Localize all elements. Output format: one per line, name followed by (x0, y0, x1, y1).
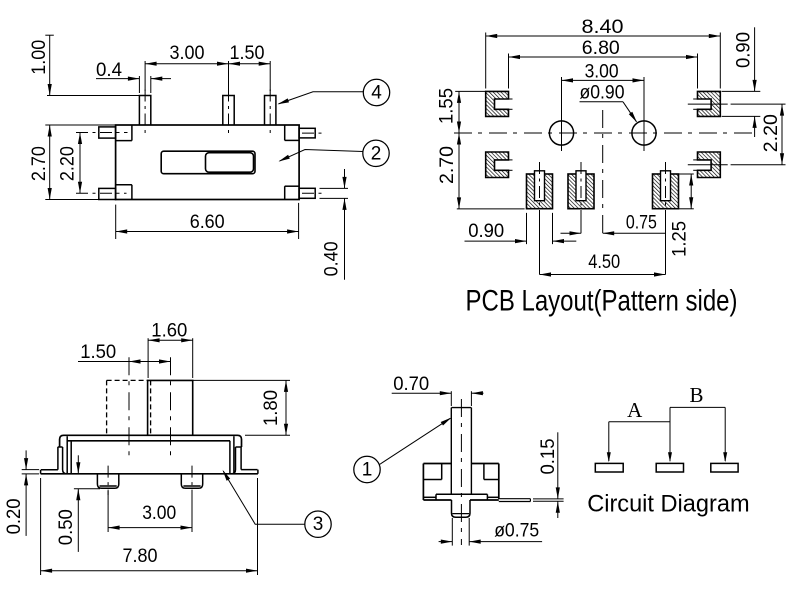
svg-text:Circuit Diagram: Circuit Diagram (587, 490, 749, 517)
svg-text:ø0.75: ø0.75 (494, 520, 539, 541)
svg-text:1.55: 1.55 (436, 88, 457, 124)
svg-text:2.20: 2.20 (58, 146, 79, 181)
svg-text:6.60: 6.60 (190, 212, 225, 233)
svg-text:7.80: 7.80 (123, 546, 158, 567)
svg-text:1.80: 1.80 (261, 390, 282, 426)
svg-text:0.70: 0.70 (393, 374, 429, 395)
svg-text:3: 3 (313, 514, 324, 535)
svg-text:3.00: 3.00 (170, 43, 205, 64)
svg-text:1.60: 1.60 (151, 321, 187, 342)
svg-text:0.90: 0.90 (468, 221, 504, 242)
svg-text:8.40: 8.40 (582, 17, 624, 38)
svg-text:0.15: 0.15 (538, 439, 559, 475)
svg-text:2.70: 2.70 (29, 146, 50, 181)
svg-text:1.25: 1.25 (669, 221, 690, 257)
svg-text:1.00: 1.00 (29, 40, 50, 75)
svg-text:0.75: 0.75 (626, 212, 657, 233)
svg-text:3.00: 3.00 (585, 61, 619, 82)
svg-text:0.40: 0.40 (322, 241, 343, 276)
svg-text:1.50: 1.50 (230, 43, 265, 64)
svg-text:2: 2 (371, 143, 382, 164)
svg-text:2.20: 2.20 (761, 114, 782, 152)
svg-text:2.70: 2.70 (437, 146, 458, 184)
svg-text:ø0.90: ø0.90 (580, 83, 625, 104)
svg-text:0.20: 0.20 (4, 498, 25, 534)
svg-text:A: A (627, 398, 643, 422)
svg-text:0.50: 0.50 (56, 509, 77, 545)
svg-text:0.90: 0.90 (733, 32, 754, 68)
svg-text:1: 1 (362, 460, 373, 481)
svg-text:4.50: 4.50 (588, 252, 620, 273)
svg-text:4: 4 (371, 83, 382, 104)
svg-text:0.4: 0.4 (96, 60, 122, 81)
svg-text:PCB Layout(Pattern side): PCB Layout(Pattern side) (466, 285, 738, 318)
svg-text:3.00: 3.00 (142, 503, 176, 524)
svg-text:1.50: 1.50 (80, 342, 116, 363)
svg-text:B: B (689, 383, 703, 407)
svg-text:6.80: 6.80 (582, 38, 620, 59)
